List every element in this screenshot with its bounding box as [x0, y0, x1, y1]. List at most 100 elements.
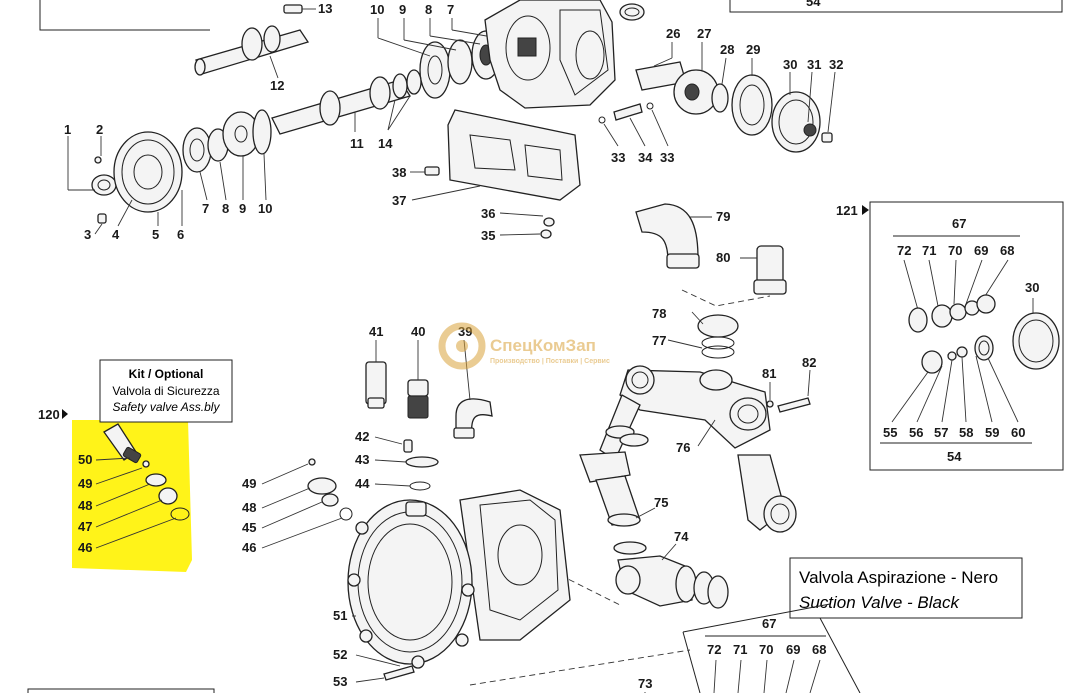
- part-12-shaft: 12: [194, 25, 310, 93]
- label-11: 11: [350, 136, 364, 151]
- label-31: 31: [807, 57, 821, 72]
- label-54-top: 54: [806, 0, 821, 9]
- label-49: 49: [242, 476, 256, 491]
- label-35: 35: [481, 228, 495, 243]
- label-55: 55: [883, 425, 897, 440]
- kit-line-en: Safety valve Ass.bly: [113, 400, 221, 414]
- label-8-upper: 8: [425, 2, 432, 17]
- label-71-detail: 71: [922, 243, 936, 258]
- label-45: 45: [242, 520, 256, 535]
- label-67-suction: 67: [762, 616, 776, 631]
- label-67-detail: 67: [952, 216, 966, 231]
- kit-optional-group: Kit / Optional Valvola di Sicurezza Safe…: [38, 359, 233, 572]
- label-46-kit: 46: [78, 540, 92, 555]
- label-73: 73: [638, 676, 652, 691]
- label-59: 59: [985, 425, 999, 440]
- suction-title-it: Valvola Aspirazione - Nero: [799, 568, 998, 587]
- part-group-26-34: 26 27 28 29 30 31 32 33 34 33: [598, 26, 843, 165]
- label-48: 48: [242, 500, 256, 515]
- part-76-manifold: 78 77 76 81 82: [579, 306, 816, 533]
- label-40: 40: [411, 324, 425, 339]
- label-68-detail: 68: [1000, 243, 1014, 258]
- label-60: 60: [1011, 425, 1025, 440]
- label-33-left: 33: [611, 150, 625, 165]
- label-74: 74: [674, 529, 689, 544]
- label-56: 56: [909, 425, 923, 440]
- label-70-suction: 70: [759, 642, 773, 657]
- label-46: 46: [242, 540, 256, 555]
- label-4: 4: [112, 227, 120, 242]
- label-57: 57: [934, 425, 948, 440]
- label-7-upper: 7: [447, 2, 454, 17]
- label-38: 38: [392, 165, 406, 180]
- part-11-shaft: 11 14: [271, 69, 422, 151]
- label-71-suction: 71: [733, 642, 747, 657]
- label-14: 14: [378, 136, 393, 151]
- label-27: 27: [697, 26, 711, 41]
- label-10-lower: 10: [258, 201, 272, 216]
- label-82: 82: [802, 355, 816, 370]
- label-7-lower: 7: [202, 201, 209, 216]
- label-53: 53: [333, 674, 347, 689]
- label-72-detail: 72: [897, 243, 911, 258]
- label-68-suction: 68: [812, 642, 826, 657]
- label-2: 2: [96, 122, 103, 137]
- label-79: 79: [716, 209, 730, 224]
- label-54-detail: 54: [947, 449, 962, 464]
- suction-title-en: Suction Valve - Black: [799, 593, 960, 612]
- part-75-pipe: 75: [595, 475, 668, 555]
- label-26: 26: [666, 26, 680, 41]
- label-48-kit: 48: [78, 498, 92, 513]
- part-51-pump-body: 51 52 53: [333, 489, 571, 689]
- part-73: 73: [638, 676, 652, 693]
- label-80: 80: [716, 250, 730, 265]
- label-1: 1: [64, 122, 71, 137]
- kit-title: Kit / Optional: [129, 367, 204, 381]
- label-51: 51: [333, 608, 347, 623]
- label-49-kit: 49: [78, 476, 92, 491]
- label-70-detail: 70: [948, 243, 962, 258]
- label-76: 76: [676, 440, 690, 455]
- corner-box-top-left: [39, 0, 210, 31]
- part-74-elbow: 74: [615, 529, 729, 609]
- label-47-kit: 47: [78, 519, 92, 534]
- suction-valve-box: Valvola Aspirazione - Nero Suction Valve…: [682, 557, 1023, 693]
- watermark-tagline: Производство | Поставки | Сервис: [490, 358, 610, 365]
- label-6: 6: [177, 227, 184, 242]
- corner-box-top-right: 54: [729, 0, 1063, 13]
- kit-line-it: Valvola di Sicurezza: [112, 384, 219, 398]
- label-36: 36: [481, 206, 495, 221]
- watermark-name: СпецКомЗап: [490, 336, 596, 355]
- part-40-filter: 40: [407, 324, 429, 419]
- label-77: 77: [652, 333, 666, 348]
- label-13: 13: [318, 1, 332, 16]
- label-3: 3: [84, 227, 91, 242]
- part-group-left-flange: 1 2 3 4 5 6 7 8 9 10: [64, 109, 272, 242]
- label-75: 75: [654, 495, 668, 510]
- label-29: 29: [746, 42, 760, 57]
- label-10-upper: 10: [370, 2, 384, 17]
- label-37: 37: [392, 193, 406, 208]
- label-41: 41: [369, 324, 383, 339]
- part-79-elbow: 79: [635, 203, 730, 269]
- part-13-key: 13: [283, 1, 332, 16]
- label-12: 12: [270, 78, 284, 93]
- label-33-right: 33: [660, 150, 674, 165]
- label-5: 5: [152, 227, 159, 242]
- label-69-detail: 69: [974, 243, 988, 258]
- label-30: 30: [783, 57, 797, 72]
- label-28: 28: [720, 42, 734, 57]
- part-group-45-49: 49 48 45 46: [242, 458, 353, 555]
- label-72-suction: 72: [707, 642, 721, 657]
- label-69-suction: 69: [786, 642, 800, 657]
- part-upper-pump-body: [484, 0, 645, 109]
- watermark-logo: СпецКомЗап Производство | Поставки | Сер…: [438, 322, 610, 370]
- part-41-fitting: 41: [365, 324, 387, 409]
- corner-box-bottom-left: [27, 688, 215, 693]
- label-8-lower: 8: [222, 201, 229, 216]
- gear-icon: [438, 322, 486, 370]
- part-80-fitting: 80: [716, 245, 787, 295]
- label-30-detail: 30: [1025, 280, 1039, 295]
- label-32: 32: [829, 57, 843, 72]
- part-37-bracket: 38 37 36 35: [392, 109, 581, 243]
